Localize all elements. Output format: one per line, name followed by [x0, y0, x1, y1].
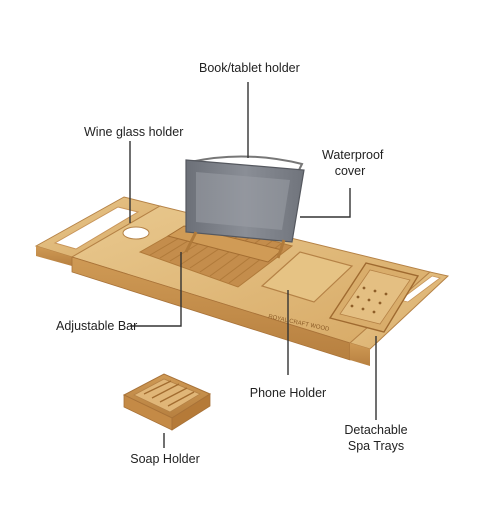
label-soap-holder: Soap Holder [130, 452, 200, 466]
label-book-tablet-holder: Book/tablet holder [199, 61, 300, 75]
soap-holder [122, 373, 212, 431]
pointer-waterproof [300, 188, 351, 218]
phone-holder-recess [260, 251, 354, 303]
label-phone-holder: Phone Holder [249, 386, 327, 400]
label-waterproof-line2: cover [334, 164, 366, 178]
spa-tray [328, 262, 420, 333]
label-adjustable-bar: Adjustable Bar [56, 319, 138, 333]
label-waterproof-line1: Waterproof [322, 148, 384, 162]
label-wine-glass-holder: Wine glass holder [84, 125, 184, 139]
book-tablet-holder [184, 155, 305, 259]
label-spa-line2: Spa Trays [347, 439, 405, 453]
left-extension-arm [34, 196, 162, 266]
label-spa-line1: Detachable [344, 423, 408, 437]
pointer-lines [129, 82, 377, 448]
wine-glass-slot [122, 226, 150, 240]
pointer-adjustable-bar [130, 252, 182, 327]
